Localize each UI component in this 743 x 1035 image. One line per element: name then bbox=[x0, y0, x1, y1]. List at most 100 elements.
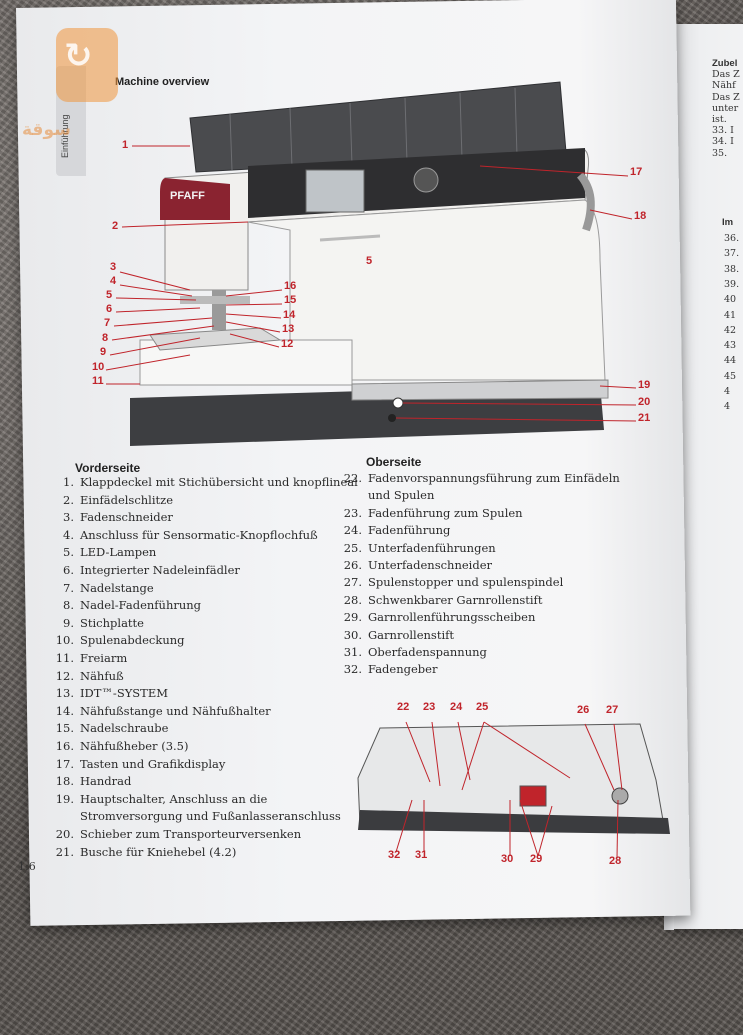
callout-14: 14 bbox=[283, 309, 296, 321]
front-item: 11.Freiarm bbox=[52, 651, 128, 666]
top-item-number: 22. bbox=[343, 471, 362, 485]
front-item: 1. Klappdeckel mit Stichübersicht und kno… bbox=[52, 475, 358, 490]
right-page-line: Nähf bbox=[712, 80, 736, 92]
front-item: 18.Handrad bbox=[52, 774, 132, 789]
front-item-number: 18. bbox=[55, 774, 74, 789]
callout-9: 9 bbox=[100, 346, 107, 358]
top-item-number: 32. bbox=[343, 662, 362, 677]
page-number: 1:6 bbox=[18, 860, 36, 873]
front-item-number: 12. bbox=[55, 668, 74, 683]
front-item-number: 5. bbox=[63, 545, 74, 560]
top-item: 32.Fadengeber bbox=[340, 662, 438, 677]
callout-5: 5 bbox=[366, 255, 373, 267]
front-item-number: 13. bbox=[55, 686, 74, 701]
callout-11: 11 bbox=[92, 375, 104, 387]
right-page-number: 39. bbox=[724, 278, 740, 290]
handwheel bbox=[576, 172, 595, 232]
base-rail bbox=[351, 379, 609, 401]
callout-2: 2 bbox=[112, 220, 119, 232]
leader-lines bbox=[105, 145, 637, 422]
right-page-line: 35. bbox=[712, 147, 728, 159]
top-item-number: 23. bbox=[343, 505, 362, 520]
callout-5: 5 bbox=[106, 289, 113, 301]
callout-16: 16 bbox=[284, 280, 297, 292]
front-item-text: Klappdeckel mit Stichübersicht und knopf… bbox=[80, 475, 358, 489]
right-page-line: 34. I bbox=[712, 136, 734, 148]
front-item-text: Einfädelschlitze bbox=[80, 492, 174, 507]
knee-lift-socket bbox=[388, 414, 396, 422]
front-item-text: Schieber zum Transporteurversenken bbox=[80, 827, 302, 841]
top-callout-25: 25 bbox=[476, 701, 489, 713]
callout-6: 6 bbox=[106, 303, 113, 315]
top-item-text: Garnrollenführungsscheiben bbox=[368, 610, 536, 625]
front-item: 8. Nadel-Fadenführung bbox=[52, 598, 202, 613]
right-page-line: Das Z bbox=[712, 69, 740, 81]
top-item: 31.Oberfadenspannung bbox=[340, 645, 487, 660]
top-item-text: Garnrollenstift bbox=[368, 627, 455, 642]
control-wheel bbox=[413, 167, 439, 193]
watermark-text: سوقة bbox=[22, 120, 71, 140]
top-item-text: Fadenführung zum Spulen bbox=[368, 505, 523, 520]
front-item-number: 15. bbox=[55, 721, 74, 736]
front-item-number: 9. bbox=[63, 615, 74, 630]
machine-base bbox=[130, 384, 604, 446]
right-page-number: 4 bbox=[724, 401, 731, 413]
front-item-text: Nähfußheber (3.5) bbox=[80, 739, 189, 753]
callout-20: 20 bbox=[638, 396, 651, 408]
front-item-text: Nadelstange bbox=[80, 580, 154, 595]
front-item: 15. Nadelschraube bbox=[52, 721, 169, 736]
front-item: 10. Spulenabdeckung bbox=[52, 633, 185, 648]
front-item-number: 1. bbox=[63, 475, 74, 489]
watermark-logo bbox=[56, 28, 118, 102]
right-page-number: 41 bbox=[724, 309, 737, 321]
bobbin-spindle bbox=[611, 787, 629, 805]
top-item-number: 28. bbox=[343, 592, 362, 607]
front-item-number: 3. bbox=[63, 510, 74, 525]
top-item: 29.Garnrollenführungsscheiben bbox=[340, 610, 536, 625]
right-page-line: Das Z bbox=[712, 91, 740, 103]
front-item: 14.Nähfußstange und Nähfußhalter bbox=[52, 703, 271, 719]
front-item-number: 10. bbox=[55, 633, 74, 648]
front-item-number: 7. bbox=[63, 580, 74, 595]
front-item: 13.IDT™-SYSTEM bbox=[52, 686, 168, 701]
top-item-number: 27. bbox=[343, 575, 362, 590]
top-item: 28. Schwenkbarer Garnrollenstift bbox=[340, 592, 543, 608]
thread-spool bbox=[519, 785, 547, 807]
presser-area bbox=[180, 296, 250, 304]
right-page-line: unter bbox=[712, 102, 739, 114]
callout-8: 8 bbox=[102, 332, 109, 344]
front-item-text: Nadel-Fadenführung bbox=[80, 598, 202, 613]
front-item-text: Spulenabdeckung bbox=[80, 633, 185, 648]
top-item: 25.Unterfadenführungen bbox=[340, 540, 496, 556]
brand-plate bbox=[160, 178, 230, 220]
right-page-header: Im bbox=[722, 217, 734, 228]
front-item-number: 8. bbox=[63, 598, 74, 613]
top-callout-30: 30 bbox=[501, 853, 514, 865]
top-callout-29: 29 bbox=[530, 853, 543, 865]
top-item-text: Unterfadenführungen bbox=[368, 540, 496, 555]
front-item-number: 4. bbox=[63, 527, 74, 542]
callout-18: 18 bbox=[634, 210, 647, 222]
top-leader-lines bbox=[395, 721, 623, 859]
right-page-line: Zubel bbox=[712, 58, 738, 69]
lid-lines bbox=[229, 87, 518, 171]
overview-title: Machine overview bbox=[115, 76, 210, 88]
top-item: 23. Fadenführung zum Spulen bbox=[340, 505, 523, 521]
right-page-number: 36. bbox=[724, 233, 740, 244]
top-callout-22: 22 bbox=[397, 701, 410, 713]
feed-dog-slider bbox=[392, 397, 404, 409]
top-item: 26.Unterfadenschneider bbox=[340, 558, 492, 573]
top-item: 24.Fadenführung bbox=[340, 523, 451, 538]
top-callout-26: 26 bbox=[577, 704, 590, 716]
top-item-text: Schwenkbarer Garnrollenstift bbox=[368, 592, 543, 607]
front-item: 6.Integrierter Nadeleinfädler bbox=[52, 563, 240, 578]
callout-1: 1 bbox=[122, 139, 129, 151]
top-callout-31: 31 bbox=[415, 849, 428, 861]
front-item-number: 17. bbox=[55, 756, 74, 771]
stitch-plate bbox=[149, 327, 282, 351]
front-item-text: Nadelschraube bbox=[80, 721, 169, 736]
front-item: 2.Einfädelschlitze bbox=[52, 492, 174, 508]
top-callout-23: 23 bbox=[423, 701, 436, 713]
front-item-text: Nähfußstange und Nähfußhalter bbox=[80, 703, 271, 718]
top-view-base bbox=[358, 810, 670, 834]
